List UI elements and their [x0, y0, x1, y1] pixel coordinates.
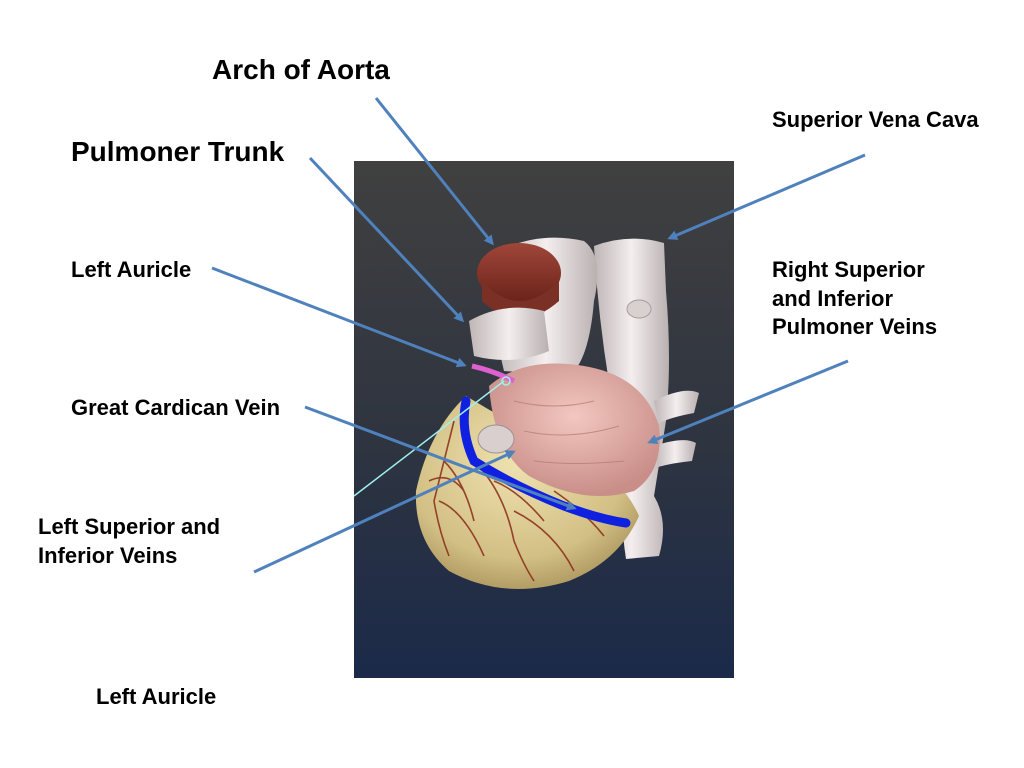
label-right-pulmoner-veins-line2: and Inferior: [772, 285, 894, 311]
label-right-pulmoner-veins-line1: Right Superior: [772, 257, 925, 282]
left-auricle-highlight: [471, 363, 516, 384]
heart-photo: [354, 161, 734, 678]
label-right-pulmoner-veins-line3: Pulmoner Veins: [772, 314, 938, 340]
pulmonary-trunk-shape: [469, 307, 549, 360]
label-left-superior-inferior-veins: Left Superior and Inferior Veins: [38, 513, 220, 570]
label-arch-of-aorta: Arch of Aorta: [212, 54, 390, 85]
label-left-auricle-bottom: Left Auricle: [96, 684, 217, 709]
label-pulmoner-trunk: Pulmoner Trunk: [71, 136, 285, 167]
label-superior-vena-cava: Superior Vena Cava: [772, 107, 979, 132]
label-great-cardican-vein: Great Cardican Vein: [71, 395, 281, 420]
label-left-sup-inf-veins-line2: Inferior Veins: [38, 542, 178, 568]
label-left-sup-inf-veins-line1: Left Superior and: [38, 514, 221, 539]
aorta-lumen: [477, 243, 561, 303]
label-left-auricle-top: Left Auricle: [71, 257, 192, 282]
label-right-pulmoner-veins: Right Superior and Inferior Pulmoner Vei…: [772, 256, 937, 342]
